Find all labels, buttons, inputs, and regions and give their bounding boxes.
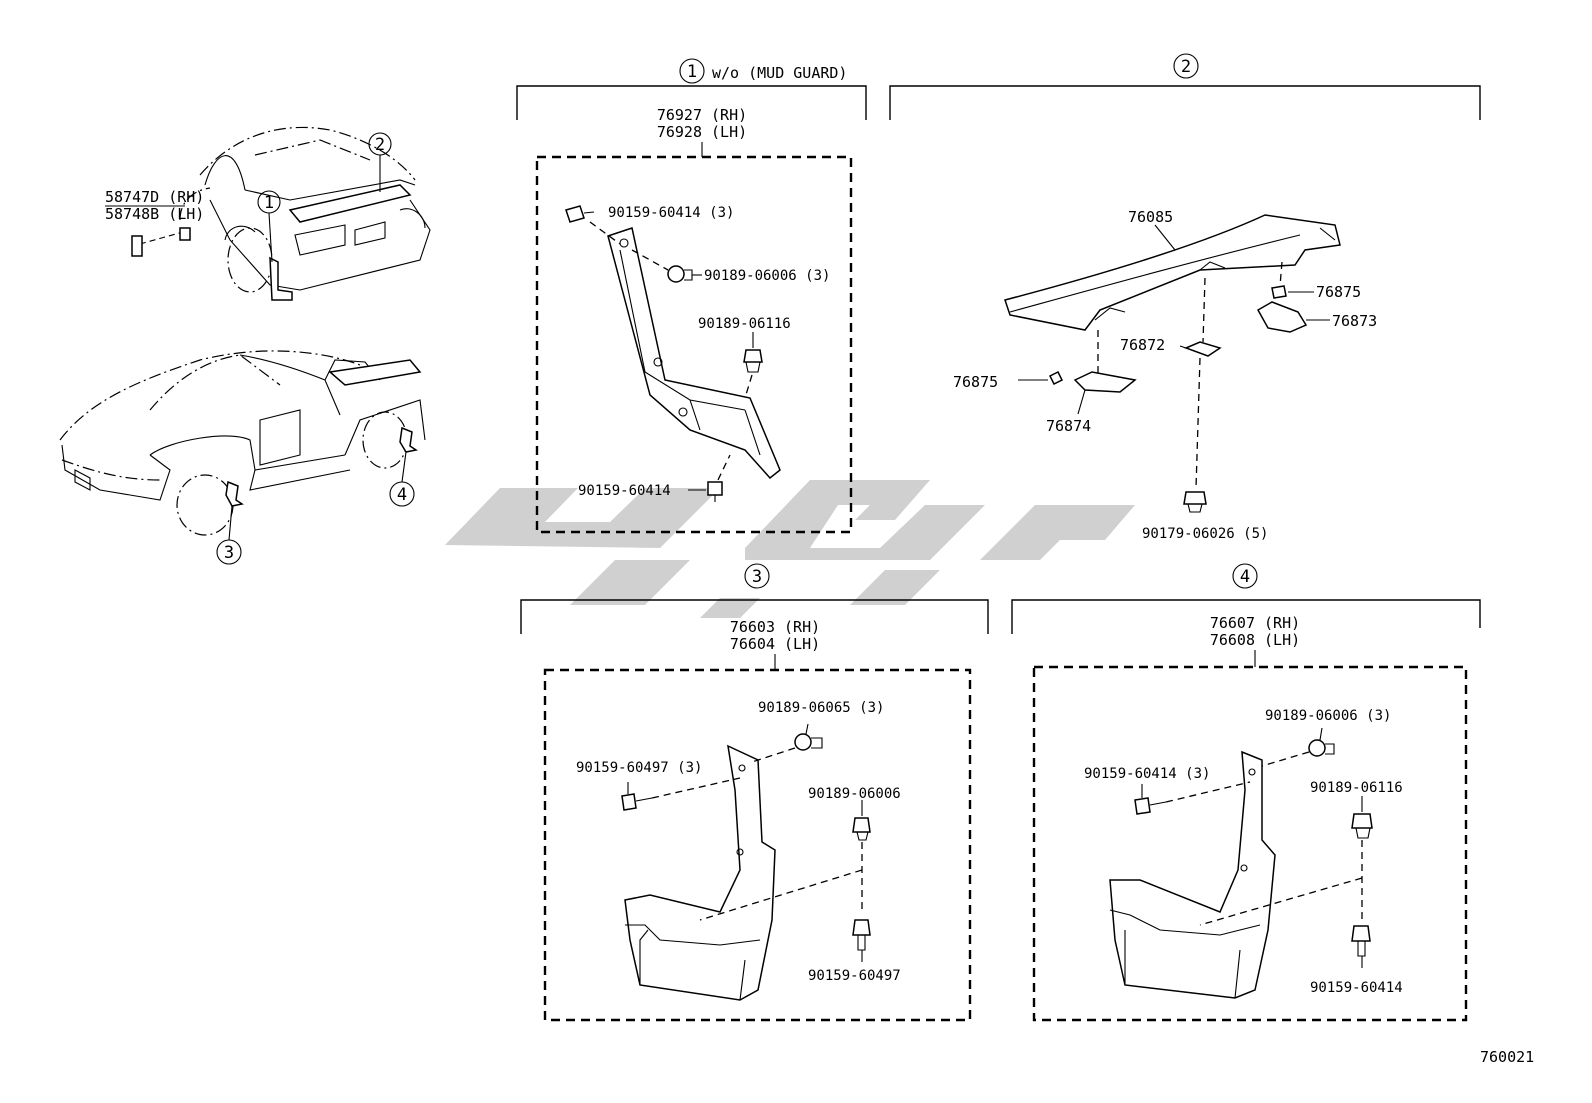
nut-90189-06006-sec3 xyxy=(852,800,871,912)
front-car-view xyxy=(59,350,426,536)
part-90189-06116-sec4: 90189-06116 xyxy=(1310,780,1403,796)
svg-text:1: 1 xyxy=(264,193,274,213)
part-76875-left: 76875 xyxy=(953,373,998,391)
part-90159-60497-3: 90159-60497 (3) xyxy=(576,760,702,776)
callout-1-rear: 1 xyxy=(257,190,281,263)
svg-text:4: 4 xyxy=(1240,567,1250,587)
callout-3-front: 3 xyxy=(216,505,242,565)
svg-text:3: 3 xyxy=(224,543,234,563)
section-4-header-lh: 76608 (LH) xyxy=(1210,631,1300,649)
part-90159-60414-3-sec4: 90159-60414 (3) xyxy=(1084,766,1210,782)
section-3-header-lh: 76604 (LH) xyxy=(730,635,820,653)
nut-90189-06006 xyxy=(631,249,702,283)
watermark-logo xyxy=(445,480,1135,618)
nut-90189-06065 xyxy=(751,723,823,763)
screw-90159-60414-bottom xyxy=(707,454,731,502)
diagram-id: 760021 xyxy=(1480,1048,1534,1066)
section-3-header-rh: 76603 (RH) xyxy=(730,618,820,636)
part-76875-right: 76875 xyxy=(1316,283,1361,301)
callout-4-front: 4 xyxy=(389,451,415,507)
section-2: 2 76085 76875 76873 76872 90179-06026 (5… xyxy=(889,53,1481,542)
screw-90159-60414-top xyxy=(565,205,621,245)
section-1-title: w/o (MUD GUARD) xyxy=(712,64,847,82)
clip-90189-06116 xyxy=(743,332,763,399)
rear-part-label-lh: 58748B (LH) xyxy=(105,205,204,223)
part-90159-60414-sec1: 90159-60414 xyxy=(578,483,671,499)
nut-90189-06006-sec4 xyxy=(1261,727,1335,767)
section-4: 4 76607 (RH) 76608 (LH) 90189-06006 (3) … xyxy=(1011,563,1481,1022)
screw-90159-60497-side xyxy=(621,777,741,811)
part-90189-06065-3: 90189-06065 (3) xyxy=(758,700,884,716)
callout-2-rear: 2 xyxy=(368,132,392,192)
clip-90179-06026 xyxy=(1183,491,1207,513)
part-76874: 76874 xyxy=(1046,417,1091,435)
part-90189-06006-3-sec4: 90189-06006 (3) xyxy=(1265,708,1391,724)
part-76873: 76873 xyxy=(1332,312,1377,330)
part-90159-60414-3-sec1: 90159-60414 (3) xyxy=(608,205,734,221)
svg-text:2: 2 xyxy=(1181,57,1191,77)
section-3: 3 76603 (RH) 76604 (LH) 90189-06065 (3) … xyxy=(520,563,989,1022)
section-4-header-rh: 76607 (RH) xyxy=(1210,614,1300,632)
svg-text:3: 3 xyxy=(752,567,762,587)
clip-90189-06116-sec4 xyxy=(1351,796,1373,920)
part-76872: 76872 xyxy=(1120,336,1165,354)
screw-90159-60497-bottom xyxy=(852,919,871,962)
svg-text:1: 1 xyxy=(687,62,697,82)
rear-part-label-rh: 58747D (RH) xyxy=(105,188,204,206)
part-90189-06006-3-sec1: 90189-06006 (3) xyxy=(704,268,830,284)
part-90159-60497-sec3: 90159-60497 xyxy=(808,968,901,984)
part-90179-06026-5: 90179-06026 (5) xyxy=(1142,526,1268,542)
section-1-header-rh: 76927 (RH) xyxy=(657,106,747,124)
part-90189-06116-sec1: 90189-06116 xyxy=(698,316,791,332)
part-76085: 76085 xyxy=(1128,208,1173,226)
svg-text:2: 2 xyxy=(375,135,385,155)
part-90159-60414-sec4: 90159-60414 xyxy=(1310,980,1403,996)
section-1-header-lh: 76928 (LH) xyxy=(657,123,747,141)
section-1: 1 w/o (MUD GUARD) 76927 (RH) 76928 (LH) … xyxy=(516,58,867,534)
screw-90159-60414-side xyxy=(1134,781,1251,815)
svg-text:4: 4 xyxy=(397,485,407,505)
screw-90159-60414-bottom-sec4 xyxy=(1351,925,1371,968)
part-90189-06006-sec3: 90189-06006 xyxy=(808,786,901,802)
